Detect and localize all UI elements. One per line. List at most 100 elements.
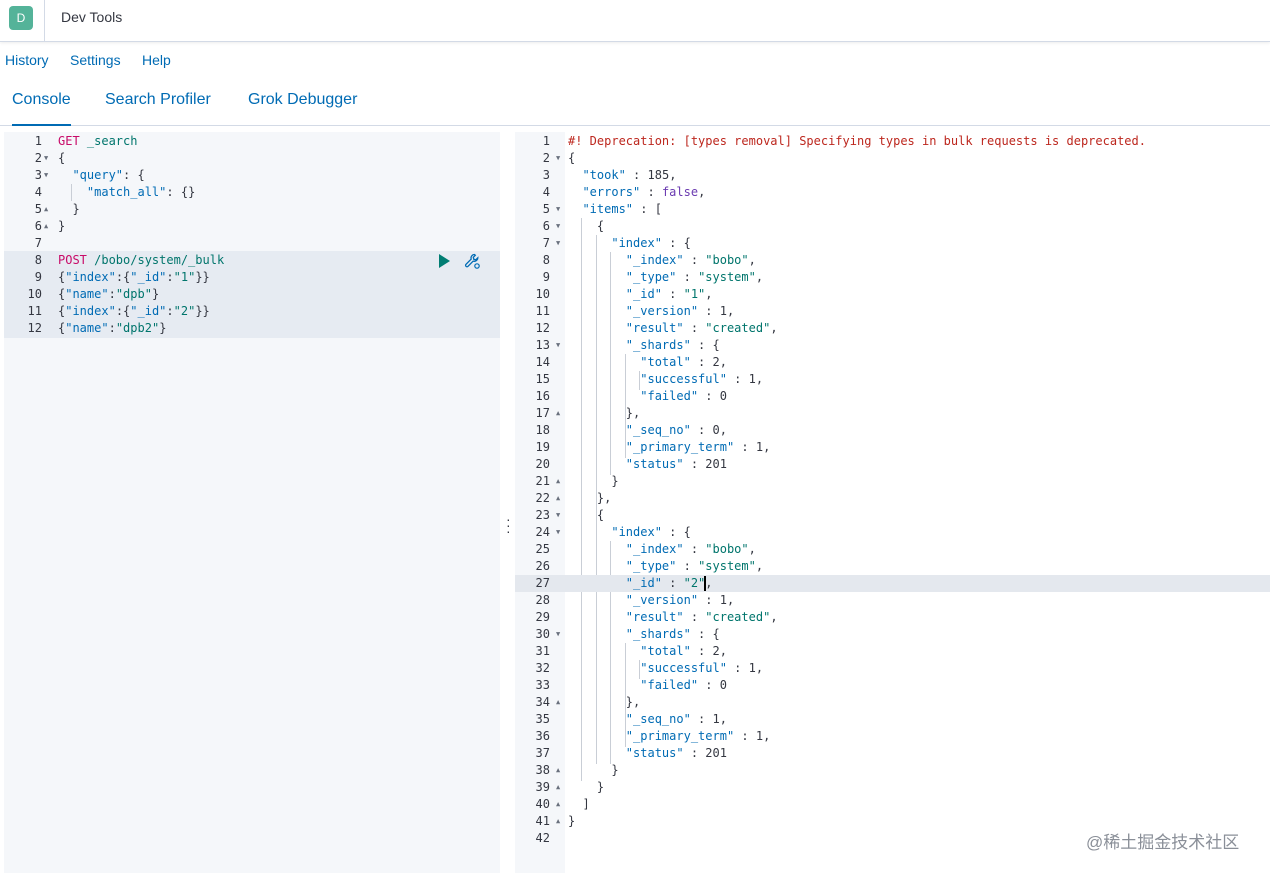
code-token: : <box>625 168 648 182</box>
top-bar-divider <box>44 0 45 41</box>
code-token: : <box>683 321 706 335</box>
code-token: 1 <box>755 729 764 743</box>
line-number: 2 <box>542 151 550 165</box>
code-token: , <box>763 729 771 743</box>
menu-settings[interactable]: Settings <box>70 52 121 68</box>
code-line: "failed" : 0 <box>568 677 727 694</box>
code-line: "_id" : "1", <box>568 286 713 303</box>
indent-guide <box>71 184 73 201</box>
line-number: 31 <box>535 644 550 658</box>
code-token <box>568 321 626 335</box>
code-token: , <box>763 440 771 454</box>
code-token: : { <box>123 168 145 182</box>
code-token: #! Deprecation: [types removal] Specifyi… <box>568 134 1146 148</box>
menu-history[interactable]: History <box>5 52 49 68</box>
line-number: 11 <box>27 304 42 318</box>
code-token: "index" <box>611 525 662 539</box>
fold-expand-icon[interactable]: ▲ <box>556 817 561 825</box>
fold-collapse-icon[interactable]: ▼ <box>556 222 561 230</box>
code-token: , <box>705 287 713 301</box>
code-token <box>568 270 626 284</box>
avatar[interactable]: D <box>9 6 33 30</box>
code-token: "failed" <box>640 678 699 692</box>
line-number: 25 <box>535 542 550 556</box>
code-token: 1 <box>712 712 720 726</box>
line-number: 33 <box>535 678 550 692</box>
line-number: 26 <box>535 559 550 573</box>
code-line: #! Deprecation: [types removal] Specifyi… <box>568 133 1146 150</box>
code-token <box>568 525 611 539</box>
fold-collapse-icon[interactable]: ▼ <box>44 171 49 179</box>
code-token: { <box>58 270 66 284</box>
response-viewer[interactable]: 1 #! Deprecation: [types removal] Specify… <box>515 132 1270 873</box>
indent-guide <box>610 252 612 475</box>
code-token: "successful" <box>640 661 727 675</box>
code-line: "index" : { <box>568 524 690 541</box>
code-line: ] <box>568 796 590 813</box>
code-token: : <box>683 542 706 556</box>
tab-console[interactable]: Console <box>12 84 71 126</box>
code-token <box>568 576 626 590</box>
code-token: "_index" <box>625 542 684 556</box>
code-token: : [ <box>633 202 662 216</box>
code-token <box>568 168 582 182</box>
code-token: }} <box>195 304 210 318</box>
code-token: , <box>719 712 727 726</box>
fold-expand-icon[interactable]: ▲ <box>44 222 49 230</box>
text-cursor <box>704 576 706 591</box>
line-number: 9 <box>34 270 42 284</box>
fold-expand-icon[interactable]: ▲ <box>556 783 561 791</box>
line-number: 32 <box>535 661 550 675</box>
code-token: } <box>151 287 160 301</box>
fold-expand-icon[interactable]: ▲ <box>556 494 561 502</box>
code-token: , <box>726 593 735 607</box>
indent-guide <box>624 354 626 458</box>
code-token: "status" <box>625 746 684 760</box>
fold-collapse-icon[interactable]: ▼ <box>556 205 561 213</box>
code-token: "name" <box>65 287 109 301</box>
fold-collapse-icon[interactable]: ▼ <box>556 511 561 519</box>
wrench-icon[interactable] <box>463 252 481 270</box>
code-line: "_seq_no" : 1, <box>568 711 727 728</box>
code-line: "_index" : "bobo", <box>568 541 756 558</box>
line-number: 1 <box>34 134 42 148</box>
fold-expand-icon[interactable]: ▲ <box>556 766 561 774</box>
code-line: "query": { <box>58 167 145 184</box>
panel-resizer[interactable]: ··· <box>501 132 515 873</box>
code-token: { <box>568 151 576 165</box>
code-line: "index" : { <box>568 235 690 252</box>
code-token: } <box>568 474 619 488</box>
fold-collapse-icon[interactable]: ▼ <box>556 341 561 349</box>
code-token: : {} <box>166 185 196 199</box>
line-number: 3 <box>542 168 550 182</box>
line-number: 23 <box>535 508 550 522</box>
code-token: "total" <box>640 355 691 369</box>
code-line: } <box>568 779 604 796</box>
code-token: ] <box>568 797 590 811</box>
fold-expand-icon[interactable]: ▲ <box>556 409 561 417</box>
code-token <box>568 202 582 216</box>
play-icon[interactable] <box>439 254 450 268</box>
code-line: "successful" : 1, <box>568 660 763 677</box>
code-token: : <box>690 712 713 726</box>
fold-collapse-icon[interactable]: ▼ <box>44 154 49 162</box>
fold-expand-icon[interactable]: ▲ <box>556 800 561 808</box>
line-number: 42 <box>535 831 550 845</box>
fold-collapse-icon[interactable]: ▼ <box>556 154 561 162</box>
code-token: , <box>748 253 756 267</box>
menu-help[interactable]: Help <box>142 52 171 68</box>
fold-expand-icon[interactable]: ▲ <box>556 477 561 485</box>
code-token: "_primary_term" <box>625 440 735 454</box>
code-token: "_shards" <box>625 627 691 641</box>
fold-collapse-icon[interactable]: ▼ <box>556 630 561 638</box>
tab-grok-debugger[interactable]: Grok Debugger <box>248 91 358 108</box>
fold-collapse-icon[interactable]: ▼ <box>556 528 561 536</box>
fold-collapse-icon[interactable]: ▼ <box>556 239 561 247</box>
code-token: 0 <box>719 678 727 692</box>
fold-expand-icon[interactable]: ▲ <box>44 205 49 213</box>
fold-expand-icon[interactable]: ▲ <box>556 698 561 706</box>
tab-search-profiler[interactable]: Search Profiler <box>105 91 211 108</box>
code-line: "_shards" : { <box>568 626 720 643</box>
code-token: : <box>734 440 756 454</box>
